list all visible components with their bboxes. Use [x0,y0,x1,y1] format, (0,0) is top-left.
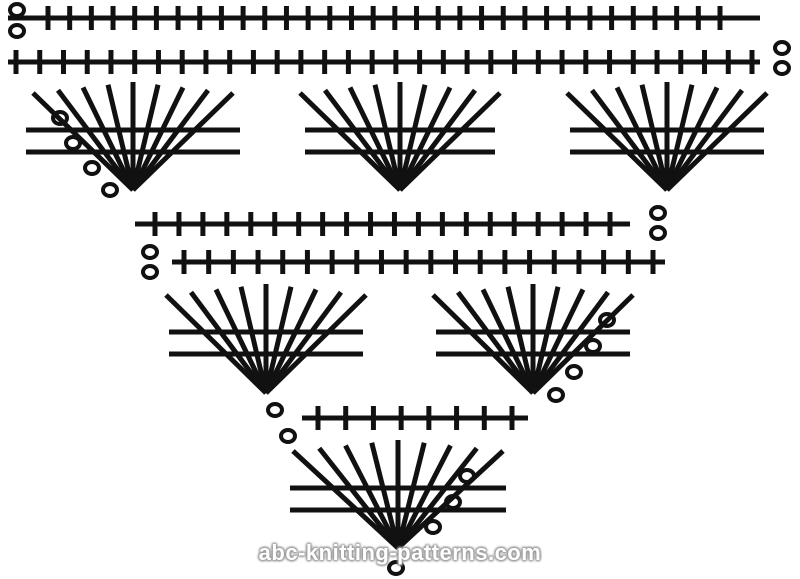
fan-stitch-icon [531,293,635,395]
fan-stitch-icon [565,91,669,192]
chain-stitch-icon [584,338,602,354]
fan-stitch-icon [431,293,535,395]
fan-stitch-icon [263,286,294,394]
chain-stitch-icon [649,225,667,241]
fan-stitch-icon [263,290,344,395]
chain-stitch-icon [8,23,26,39]
fan-stitch-icon [317,446,400,550]
fan-stitch-icon [298,91,402,192]
fan-stitch-icon [480,288,536,395]
chain-stitch-icon [83,160,101,176]
fan-stitch-icon [164,293,268,395]
chain-stitch-icon [598,312,616,328]
chain-stitch-icon [51,110,69,126]
chain-stitch-icon [649,205,667,221]
fan-stitch-icon [455,290,536,395]
fan-stitch-icon [264,293,368,395]
chain-stitch-icon [266,402,284,418]
fan-stitch-icon [369,442,401,549]
fan-stitch-icon [372,84,403,191]
fan-stitch-icon [105,84,136,191]
fan-stitch-icon [131,88,210,192]
fan-stitch-icon [665,91,769,192]
chain-stitch-icon [424,519,442,535]
fan-stitch-icon [397,84,428,191]
fan-stitch-icon [291,449,400,550]
fan-stitch-icon [395,442,427,549]
fan-stitch-icon [530,286,561,394]
fan-stitch-icon [188,290,269,395]
chain-stitch-icon [279,428,297,444]
fan-stitch-icon [664,86,720,192]
fan-stitch-icon [56,88,135,192]
fan-stitch-icon [347,86,403,192]
fan-stitch-icon [238,286,269,394]
fan-stitch-icon [590,88,669,192]
chain-stitch-icon [773,60,791,76]
fan-stitch-icon [395,444,453,550]
fan-stitch-icon [323,88,402,192]
chain-stitch-icon [444,494,462,510]
fan-stitch-icon [396,449,505,550]
fan-stitch-icon [263,288,319,395]
chain-stitch-icon [64,135,82,151]
fan-stitch-icon [639,84,670,191]
chain-stitch-icon [101,182,119,198]
fan-stitch-icon [130,86,186,192]
site-watermark: abc-knitting-patterns.com [258,540,542,565]
fan-stitch-icon [614,86,670,192]
chain-stitch-icon [141,264,159,280]
fan-stitch-icon [396,446,479,550]
fan-stitch-icon [397,86,453,192]
fan-stitch-icon [530,288,586,395]
fan-stitch-icon [213,288,269,395]
chain-stitch-icon [458,468,476,484]
fan-stitch-icon [398,88,477,192]
fan-stitch-icon [80,86,136,192]
chain-stitch-icon [773,40,791,56]
fan-stitch-icon [130,84,161,191]
fan-stitch-icon [131,91,235,192]
fan-stitch-icon [398,91,502,192]
fan-stitch-icon [31,91,135,192]
chain-stitch-icon [565,364,583,380]
chain-stitch-icon [547,387,565,403]
fan-stitch-icon [530,290,611,395]
fan-stitch-icon [505,286,536,394]
fan-stitch-icon [665,88,744,192]
chain-stitch-icon [141,244,159,260]
chain-stitch-icon [387,560,405,576]
chain-stitch-icon [8,2,26,18]
fan-stitch-icon [664,84,695,191]
fan-stitch-icon [343,444,401,550]
